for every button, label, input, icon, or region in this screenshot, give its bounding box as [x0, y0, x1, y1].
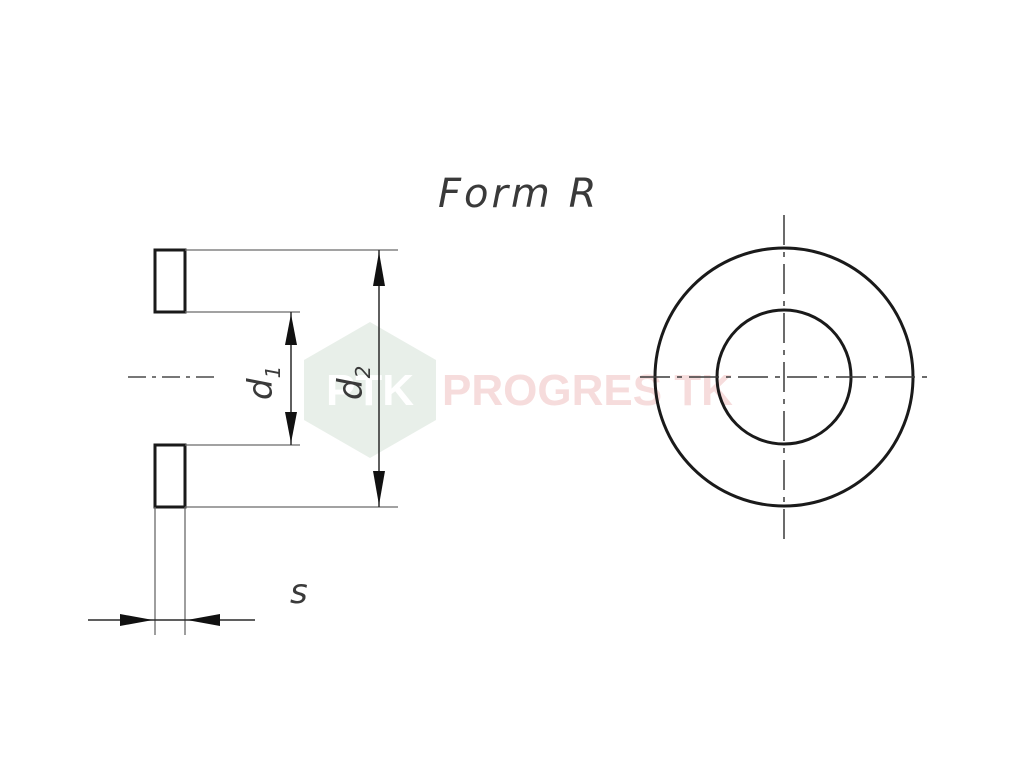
d1-label: d1 — [241, 366, 285, 400]
extension-lines — [154, 249, 398, 635]
dimension-d1: d1 — [241, 312, 297, 445]
d2-label: d2 — [331, 366, 375, 400]
s-arrow-left — [120, 614, 153, 626]
d2-arrow-top — [373, 252, 385, 286]
s-label: s — [290, 572, 308, 612]
d2-arrow-bottom — [373, 471, 385, 505]
watermark-logo-hexagon — [304, 322, 436, 458]
form-title: Form R — [438, 171, 599, 217]
washer-section-lower — [153, 443, 187, 509]
d1-arrow-bottom — [285, 412, 297, 443]
dimension-s: s — [88, 572, 308, 626]
watermark: PTK PROGRES TK — [304, 322, 733, 458]
dimension-d2: d2 — [331, 250, 385, 507]
d1-arrow-top — [285, 314, 297, 345]
s-arrow-right — [187, 614, 220, 626]
washer-section-upper — [153, 248, 187, 314]
side-view — [128, 248, 215, 509]
watermark-brand-text: PROGRES TK — [442, 366, 733, 415]
watermark-logo-text: PTK — [326, 366, 414, 415]
front-view — [640, 215, 932, 545]
